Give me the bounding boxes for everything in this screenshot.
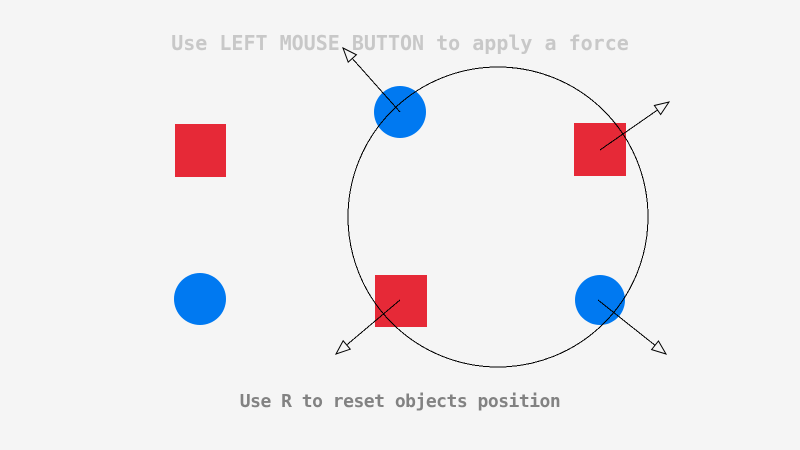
force-arrow-head bbox=[334, 339, 352, 355]
physics-square[interactable] bbox=[375, 275, 427, 327]
physics-square[interactable] bbox=[175, 124, 226, 177]
boundary-circle bbox=[347, 66, 649, 368]
force-arrow-head bbox=[342, 46, 358, 63]
instruction-apply-force: Use LEFT MOUSE BUTTON to apply a force bbox=[171, 31, 629, 55]
force-arrow-head bbox=[653, 101, 671, 116]
force-arrow-head bbox=[650, 340, 668, 355]
physics-circle[interactable] bbox=[575, 275, 625, 325]
physics-circle[interactable] bbox=[174, 273, 226, 325]
instruction-reset: Use R to reset objects position bbox=[239, 391, 561, 412]
